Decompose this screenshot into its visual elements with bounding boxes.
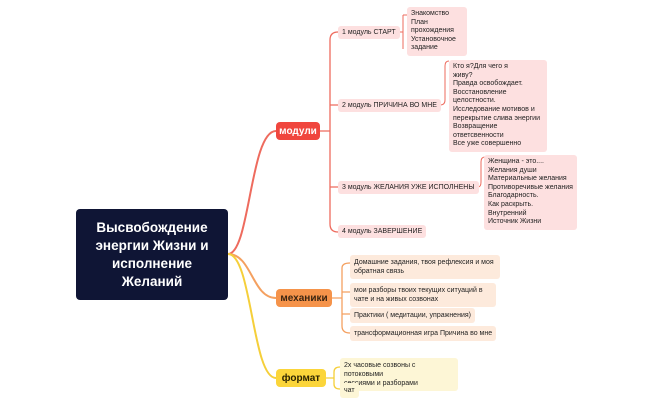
mechanics-item-4[interactable]: трансформационная игра Причина во мне [350, 326, 497, 341]
format-item-1[interactable]: 2х часовые созвоны с потоковыми сессиями… [340, 358, 458, 391]
module-1-details[interactable]: Знакомство План прохождения Установочное… [407, 7, 467, 56]
link-module2-details [434, 60, 450, 106]
link-root-modules [227, 130, 277, 255]
root-topic[interactable]: Высвобождение энергии Жизни и исполнение… [76, 209, 228, 300]
mechanics-item-3[interactable]: Практики ( медитации, упражнения) [350, 308, 475, 323]
format-item-2[interactable]: чат [340, 383, 359, 398]
mechanics-item-2[interactable]: мои разборы твоих текущих ситуаций в чат… [350, 283, 496, 307]
branch-format[interactable]: формат [276, 369, 326, 387]
module-2[interactable]: 2 модуль ПРИЧИНА ВО МНЕ [338, 99, 441, 112]
branch-modules[interactable]: модули [276, 122, 320, 140]
module-2-details[interactable]: Кто я?Для чего я живу? Правда освобождае… [449, 60, 547, 152]
link-module3-details [472, 156, 486, 188]
link-root-mechanics [227, 253, 277, 299]
branch-mechanics[interactable]: механики [276, 289, 332, 307]
link-format-trunk [326, 366, 341, 390]
link-root-format [227, 253, 277, 379]
module-1[interactable]: 1 модуль СТАРТ [338, 26, 400, 39]
mechanics-item-1[interactable]: Домашние задания, твоя рефлексия и моя о… [350, 255, 500, 279]
link-mechanics-trunk [332, 262, 351, 334]
link-modules-trunk [320, 31, 339, 233]
module-4[interactable]: 4 модуль ЗАВЕРШЕНИЕ [338, 225, 427, 238]
module-3[interactable]: 3 модуль ЖЕЛАНИЯ УЖЕ ИСПОЛНЕНЫ [338, 181, 479, 194]
module-3-details[interactable]: Женщина - это.... Желания души Материаль… [484, 155, 577, 230]
